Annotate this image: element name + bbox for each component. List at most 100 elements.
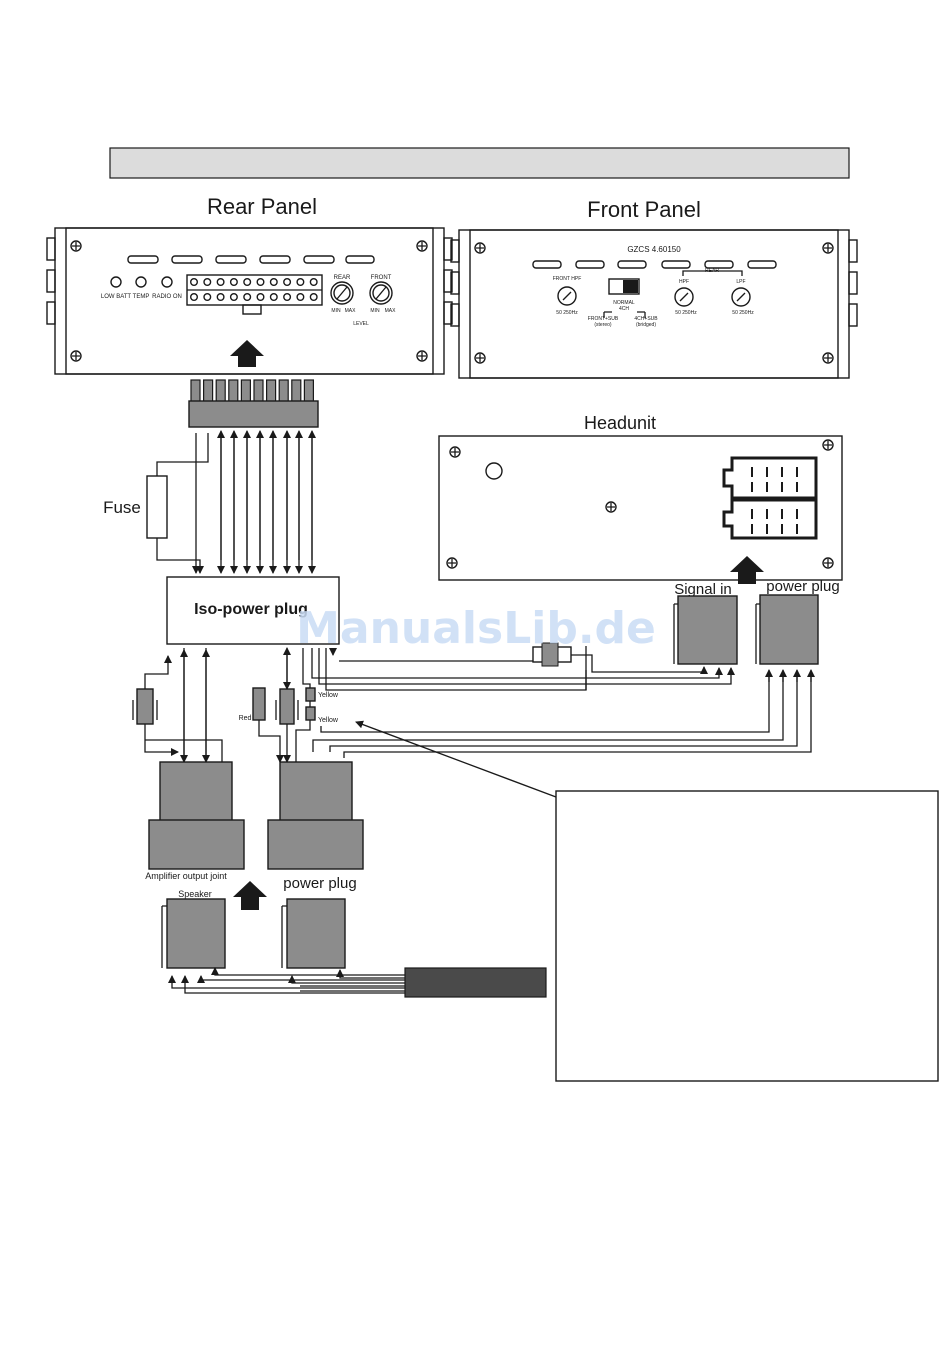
lpf-label: LPF [736, 279, 745, 285]
front-sub-label: FRONT+SUB [588, 316, 619, 322]
knob-title-rear: REAR [334, 275, 351, 281]
front-hpf-knob[interactable] [557, 286, 577, 306]
knob-scale-max: MAX [385, 308, 397, 314]
plug-wires [192, 430, 316, 574]
screw-icon [474, 352, 486, 364]
terminal-pin [283, 293, 292, 302]
plug-pin [203, 379, 214, 403]
terminal-pin [229, 293, 238, 302]
terminal-pin [203, 278, 212, 287]
power-plug-right-label: power plug [766, 578, 839, 595]
led-label-low-batt: LOW BATT [101, 294, 132, 300]
terminal-pin [309, 278, 318, 287]
screw-icon [70, 240, 82, 252]
plug-pin [303, 379, 314, 403]
yellow-wire-holder-2 [305, 706, 316, 721]
mode-switch[interactable] [608, 278, 640, 295]
terminal-pin [296, 293, 305, 302]
iso-power-plug-label: Iso-power plug [194, 601, 308, 618]
ch-sub-label: 4CH+SUB [634, 316, 658, 322]
terminal-pin [309, 293, 318, 302]
plug-pin [266, 379, 277, 403]
knob-scale-max: MAX [345, 308, 357, 314]
screw-icon [70, 350, 82, 362]
lower-power-connector [281, 898, 346, 969]
range-label: 50 250Hz [556, 310, 578, 316]
plug-pin [228, 379, 239, 403]
note-box [555, 790, 939, 1082]
terminal-pin [229, 278, 238, 287]
plug-pin [215, 379, 226, 403]
terminal-block [186, 274, 323, 315]
signal-in-connector [673, 595, 738, 665]
screw-icon [416, 350, 428, 362]
yellow-wire-holder-1 [305, 687, 316, 702]
terminal-pin [189, 293, 198, 302]
screw-icon [822, 557, 834, 569]
screw-icon [474, 242, 486, 254]
iso-power-plug [166, 576, 340, 645]
amplifier-output-joint-label: Amplifier output joint [145, 871, 227, 881]
led-icon [161, 276, 173, 288]
rear-level-knob[interactable] [330, 281, 354, 305]
amplifier-output-joint [148, 761, 245, 870]
yellow-label-2: Yellow [318, 717, 339, 724]
speaker-connector [161, 898, 226, 969]
terminal-pin [216, 293, 225, 302]
yellow-label-1: Yellow [318, 692, 339, 699]
plug-pin [240, 379, 251, 403]
terminal-pin [256, 293, 265, 302]
screw-icon [416, 240, 428, 252]
headunit-title: Headunit [584, 413, 656, 433]
headunit [438, 435, 843, 581]
screw-icon [449, 446, 461, 458]
plug-pin [253, 379, 264, 403]
terminal-pin [189, 278, 198, 287]
terminal-pin [283, 278, 292, 287]
rear-hpf-knob[interactable] [674, 287, 694, 307]
terminal-pin [216, 278, 225, 287]
fuse-label: Fuse [103, 498, 141, 517]
up-arrow-icon [230, 340, 264, 367]
hpf-label: HPF [679, 279, 689, 285]
rear-lpf-knob[interactable] [731, 287, 751, 307]
plug-pin [190, 379, 201, 403]
knob-title-front: FRONT [371, 275, 392, 281]
ch-sub-note: (bridged) [636, 322, 656, 328]
wire-harness [404, 967, 547, 998]
front-sub-note: (stereo) [594, 322, 612, 328]
red-wire-holder [252, 687, 266, 721]
plug-pin [291, 379, 302, 403]
terminal-pin [269, 293, 278, 302]
screw-icon [446, 557, 458, 569]
terminal-pin [243, 293, 252, 302]
rear-group-label: REAR [705, 268, 719, 274]
switch-4ch-label: 4CH [619, 306, 629, 312]
watermark: ManualsLib.de [296, 603, 656, 654]
led-label-radio-on: RADIO ON [152, 294, 182, 300]
rear-panel-title: Rear Panel [207, 194, 317, 219]
up-arrow-icon [233, 881, 267, 910]
front-level-knob[interactable] [369, 281, 393, 305]
red-label: Red [239, 715, 252, 722]
power-plug-right-connector [755, 594, 819, 665]
left-inline-connector [132, 688, 158, 725]
header-bar [109, 147, 850, 179]
level-label: LEVEL [353, 321, 369, 327]
led-icon [135, 276, 147, 288]
front-panel-title: Front Panel [587, 197, 701, 222]
speaker-label: Speaker [178, 889, 212, 899]
model-label: GZCS 4.60150 [627, 245, 681, 254]
ten-pin-plug [188, 379, 319, 428]
front-hpf-label: FRONT HPF [553, 276, 582, 282]
led-icon [110, 276, 122, 288]
terminal-pin [203, 293, 212, 302]
terminal-pin [243, 278, 252, 287]
middle-inline-connector [275, 688, 299, 725]
switch-normal-label: NORMAL [613, 300, 635, 306]
front-panel: GZCS 4.60150 FRONT HPF 50 250Hz NORMAL 4… [450, 229, 858, 379]
screw-icon [822, 242, 834, 254]
power-plug-left [267, 761, 364, 870]
terminal-pin [269, 278, 278, 287]
screw-icon [822, 439, 834, 451]
